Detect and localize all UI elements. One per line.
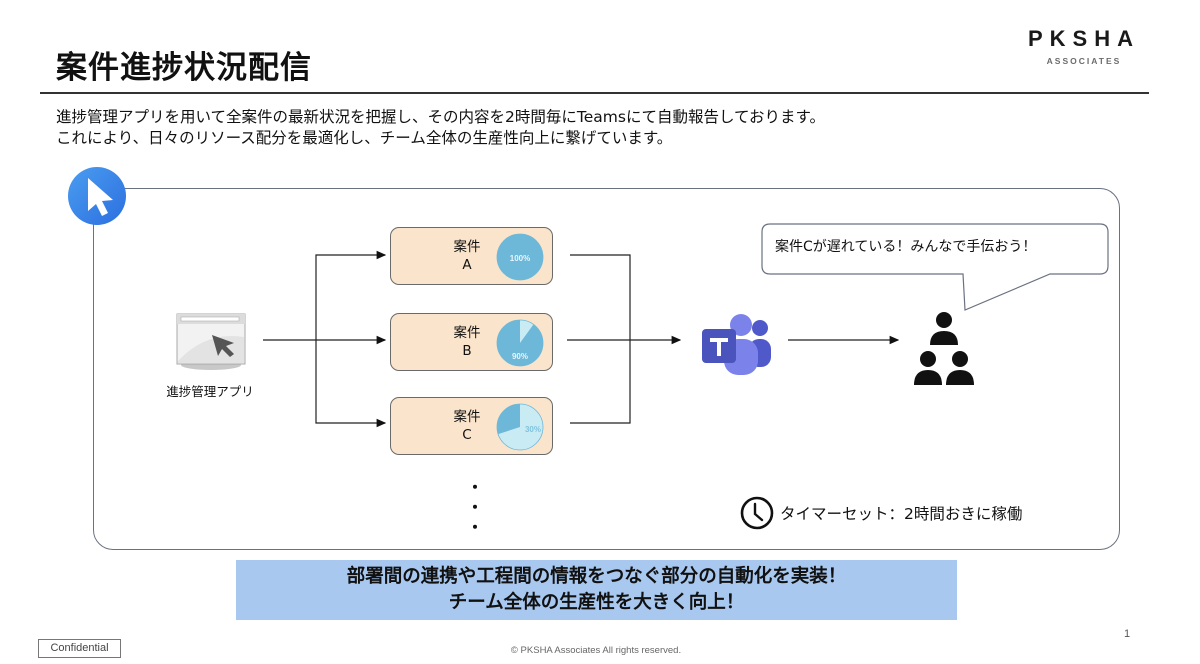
team-people-icon [912, 311, 976, 386]
pie-progress-slice [497, 320, 543, 366]
task-b-progress-pie: 90% [496, 319, 544, 367]
diagram-frame [93, 188, 1120, 550]
more-tasks-ellipsis: ・ ・ ・ [467, 478, 484, 537]
description-line-2: これにより、日々のリソース配分を最適化し、チーム全体の生産性向上に繋げています。 [56, 129, 673, 147]
timer-note: タイマーセット：2時間おきに稼働 [740, 496, 1022, 530]
pie-percent-label: 30% [525, 425, 541, 434]
speech-bubble-text: 案件Cが遅れている！みんなで手伝おう！ [775, 239, 1037, 255]
timer-text: タイマーセット：2時間おきに稼働 [780, 505, 1023, 523]
summary-callout: 部署間の連携や工程間の情報をつなぐ部分の自動化を実装！ チーム全体の生産性を大き… [236, 560, 957, 620]
clock-icon [740, 496, 774, 530]
description-line-1: 進捗管理アプリを用いて全案件の最新状況を把握し、その内容を2時間毎にTeamsに… [56, 108, 825, 126]
pie-percent-label: 90% [512, 352, 528, 361]
company-logo: PKSHA ASSOCIATES [1026, 26, 1142, 66]
confidential-badge: Confidential [38, 639, 121, 658]
arrow-app-to-task-c [315, 340, 387, 428]
task-c-progress-pie: 30% [496, 403, 544, 451]
browser-window-cursor-icon [176, 313, 246, 371]
callout-line-1: 部署間の連携や工程間の情報をつなぐ部分の自動化を実装！ [346, 566, 847, 587]
source-app-label: 進捗管理アプリ [166, 384, 254, 399]
header-divider [40, 92, 1149, 94]
page-number: 1 [1124, 628, 1131, 640]
copyright-text: © PKSHA Associates All rights reserved. [510, 645, 682, 656]
cursor-arrow-icon [68, 167, 126, 225]
speech-bubble-shape [761, 223, 1109, 311]
bracket-merge-tasks [570, 254, 631, 424]
pie-progress-slice [497, 404, 520, 435]
pie-percent-label: 100% [510, 254, 530, 263]
logo-subtitle: ASSOCIATES [1046, 56, 1122, 66]
task-a-progress-pie: 100% [496, 233, 544, 281]
callout-line-2: チーム全体の生産性を大きく向上！ [448, 592, 745, 613]
page-title: 案件進捗状況配信 [56, 50, 312, 86]
microsoft-teams-icon [700, 311, 774, 377]
logo-wordmark: PKSHA [1027, 26, 1140, 51]
pie-progress-slice [497, 234, 543, 280]
arrow-app-to-task-a [315, 250, 387, 340]
description: 進捗管理アプリを用いて全案件の最新状況を把握し、その内容を2時間毎にTeamsに… [56, 107, 825, 149]
